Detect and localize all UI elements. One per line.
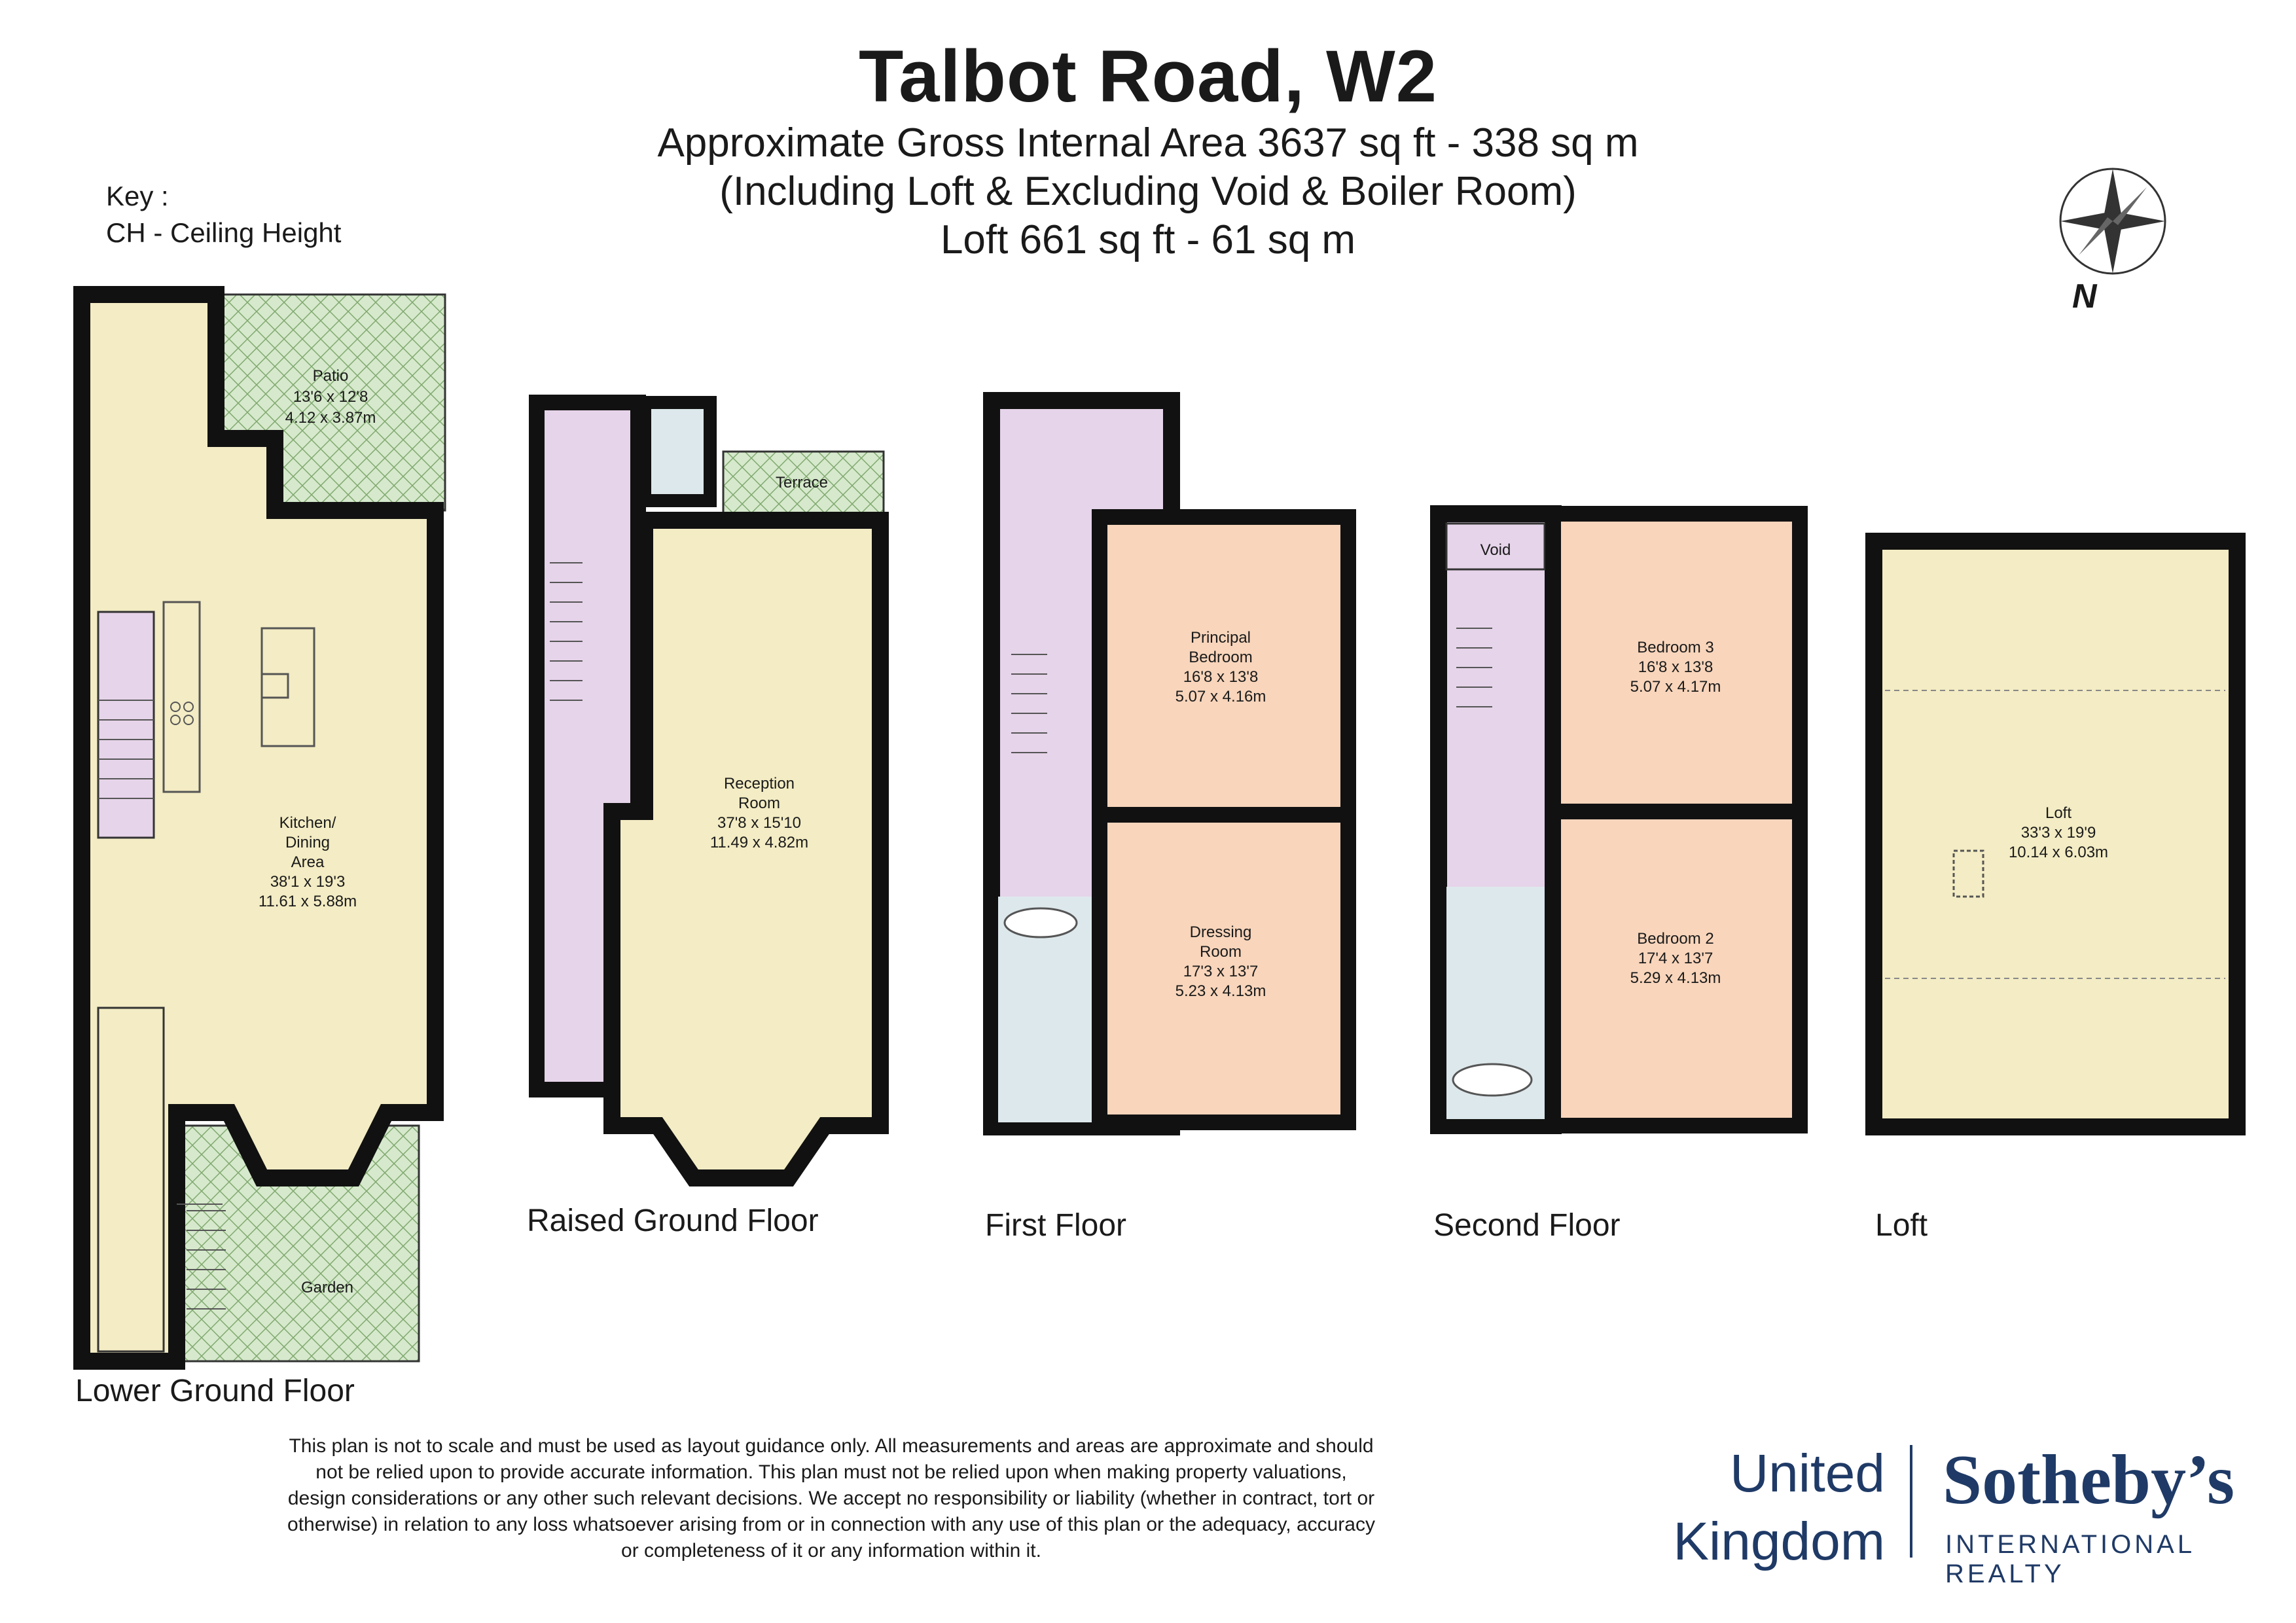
patio-metric: 4.12 x 3.87m — [285, 409, 376, 427]
loft-area-line: Loft 661 sq ft - 61 sq m — [940, 217, 1356, 262]
bedroom2-metric: 5.29 x 4.13m — [1630, 969, 1721, 987]
patio-imperial: 13'6 x 12'8 — [293, 388, 368, 406]
bedroom3-label: Bedroom 3 — [1637, 639, 1713, 656]
dressing-imperial: 17'3 x 13'7 — [1183, 963, 1259, 980]
bedroom2-imperial: 17'4 x 13'7 — [1638, 950, 1713, 967]
brand-divider — [1910, 1445, 1912, 1558]
loft-room-label: Loft — [2045, 804, 2072, 822]
dressing-label-1: Dressing — [1190, 923, 1252, 941]
disclaimer-line: or completeness of it or any information… — [621, 1540, 1041, 1561]
brand-region-line1: United — [1729, 1444, 1885, 1503]
second-floor-plan: Void Bedroom 3 16'8 x 13'8 5.07 x 4.17m … — [1430, 505, 1808, 1134]
reception-label-2: Room — [738, 794, 780, 812]
disclaimer-line: not be relied upon to provide accurate i… — [315, 1461, 1347, 1483]
second-floor-bathtub — [1452, 1063, 1533, 1097]
kitchen-label-2: Dining — [285, 834, 330, 851]
disclaimer-line: design considerations or any other such … — [287, 1488, 1375, 1509]
lower-ground-walls — [73, 286, 444, 1370]
compass-north-label: N — [2072, 277, 2098, 315]
dressing-metric: 5.23 x 4.13m — [1175, 982, 1266, 1000]
bedroom-2 — [1545, 804, 1808, 1133]
disclaimer-line: otherwise) in relation to any loss whats… — [287, 1514, 1375, 1535]
kitchen-label-3: Area — [291, 853, 325, 871]
bedroom2-label: Bedroom 2 — [1637, 930, 1713, 948]
reception-room-walls — [603, 512, 889, 1186]
brand-tagline: INTERNATIONAL REALTY — [1945, 1530, 2195, 1588]
reception-label-1: Reception — [724, 775, 795, 793]
kitchen-label-1: Kitchen/ — [279, 814, 336, 832]
reception-metric: 11.49 x 4.82m — [710, 834, 808, 851]
disclaimer-line: This plan is not to scale and must be us… — [289, 1435, 1374, 1457]
first-floor-label: First Floor — [985, 1208, 1126, 1243]
brand-region-line2: Kingdom — [1673, 1512, 1885, 1571]
terrace-area — [722, 450, 885, 518]
lower-ground-floor-plan: Patio 13'6 x 12'8 4.12 x 3.87m Kitchen/ … — [73, 286, 446, 1370]
garden-label: Garden — [301, 1279, 353, 1296]
bedroom3-imperial: 16'8 x 13'8 — [1638, 658, 1713, 676]
page-title: Talbot Road, W2 — [859, 35, 1437, 117]
loft-skylight — [1952, 849, 1984, 898]
principal-label-1: Principal — [1191, 629, 1251, 647]
disclaimer: This plan is not to scale and must be us… — [216, 1433, 1446, 1564]
raised-ground-floor-label: Raised Ground Floor — [527, 1204, 819, 1238]
brand-logo: Sotheby’s — [1943, 1441, 2235, 1519]
patio-label: Patio — [313, 367, 349, 385]
second-floor-label: Second Floor — [1433, 1208, 1621, 1243]
including-line: (Including Loft & Excluding Void & Boile… — [719, 169, 1577, 214]
loft-plan: Loft 33'3 x 19'9 10.14 x 6.03m — [1865, 533, 2246, 1135]
raised-ground-floor-plan: Terrace Reception Room 37'8 x 15'10 11.4… — [529, 395, 889, 1186]
lower-ground-floor-label: Lower Ground Floor — [75, 1374, 355, 1408]
key-heading: Key : — [106, 181, 169, 211]
void-area — [1445, 522, 1546, 571]
key-entry: CH - Ceiling Height — [106, 217, 342, 248]
dressing-room — [1092, 807, 1356, 1130]
dressing-label-2: Room — [1200, 943, 1242, 961]
loft-floor-label: Loft — [1875, 1208, 1928, 1243]
floor-plans: Patio 13'6 x 12'8 4.12 x 3.87m Kitchen/ … — [73, 286, 2246, 1370]
gross-area-line: Approximate Gross Internal Area 3637 sq … — [657, 120, 1639, 166]
kitchen-imperial: 38'1 x 19'3 — [270, 873, 346, 891]
first-floor-bathtub — [1003, 907, 1078, 938]
principal-imperial: 16'8 x 13'8 — [1183, 668, 1259, 686]
principal-metric: 5.07 x 4.16m — [1175, 688, 1266, 705]
brand-region: United Kingdom — [1636, 1440, 1885, 1576]
principal-bedroom — [1092, 509, 1356, 823]
loft-imperial: 33'3 x 19'9 — [2021, 824, 2096, 842]
loft-room — [1865, 533, 2246, 1135]
bedroom-3 — [1545, 506, 1808, 819]
raised-wc — [638, 396, 717, 507]
kitchen-counter — [162, 601, 201, 793]
sink-icon — [260, 673, 289, 699]
reception-imperial: 37'8 x 15'10 — [717, 814, 801, 832]
lower-ground-stair — [97, 611, 155, 839]
first-floor-plan: Principal Bedroom 16'8 x 13'8 5.07 x 4.1… — [983, 392, 1356, 1135]
void-label: Void — [1480, 541, 1511, 559]
compass-icon: N — [2059, 168, 2166, 315]
principal-label-2: Bedroom — [1189, 649, 1252, 666]
terrace-label: Terrace — [776, 474, 828, 491]
utility-corridor — [97, 1007, 165, 1353]
kitchen-metric: 11.61 x 5.88m — [259, 893, 357, 910]
loft-metric: 10.14 x 6.03m — [2009, 844, 2108, 861]
bedroom3-metric: 5.07 x 4.17m — [1630, 678, 1721, 696]
hob-icon — [170, 702, 194, 725]
